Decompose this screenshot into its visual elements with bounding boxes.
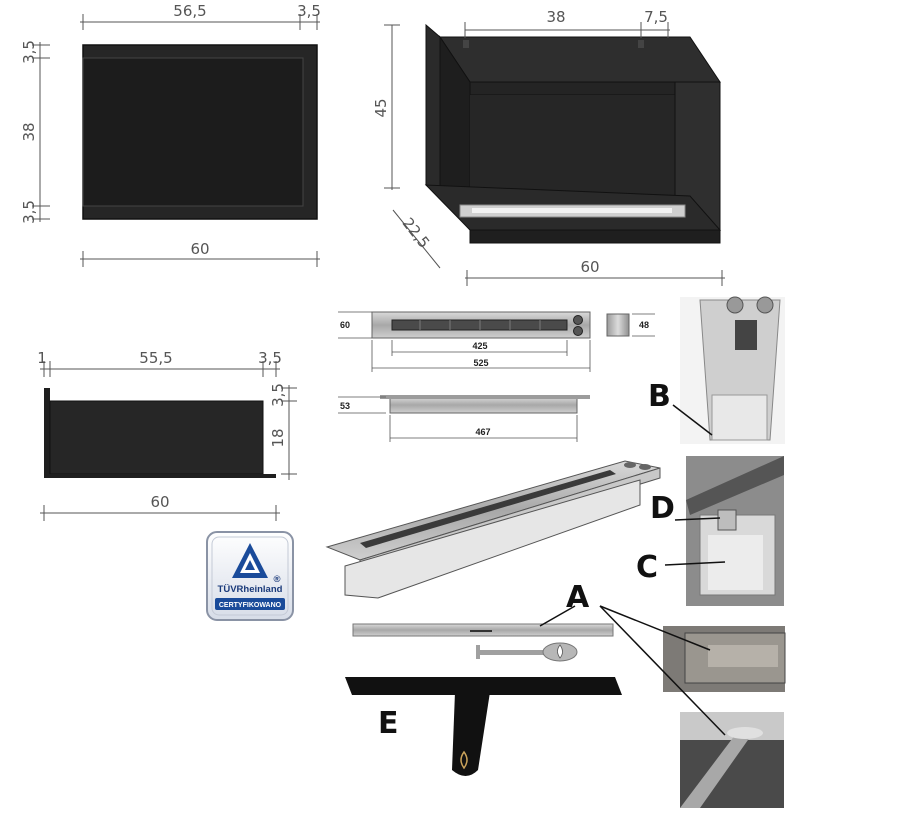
burner-lip (380, 395, 590, 399)
burner-dim-length: 525 (473, 358, 488, 368)
burner-dim-front-height: 60 (340, 320, 350, 330)
tuv-cert-label: CERTYFIKOWANO (219, 602, 282, 609)
burner-knob-bottom-icon (573, 326, 583, 336)
tuv-triangle-icon (232, 543, 268, 578)
burner-knob-top-icon (573, 315, 583, 325)
burner-3d-slot (360, 470, 616, 548)
side-back-wall (44, 388, 50, 477)
side-base (44, 474, 276, 478)
iso-dim-inner: 38 (546, 8, 565, 26)
burner-dim-body-length: 467 (475, 427, 490, 437)
iso-front-bottom (469, 229, 721, 244)
callout-d: D (650, 491, 675, 526)
burner-side-profile (606, 313, 630, 337)
burner-dim-body-height: 53 (340, 401, 350, 411)
burner-3d-knob-left-icon (624, 462, 636, 468)
burner-body (389, 396, 578, 414)
burner-3d-knob-right-icon (639, 464, 651, 470)
front-dim-left-bottom: 3,5 (20, 200, 38, 224)
front-opening (82, 57, 304, 207)
front-view-drawing: 56,5 3,5 3,5 38 3,5 60 (20, 2, 321, 267)
iso-dim-side: 7,5 (644, 8, 668, 26)
photo-part-a-top (663, 626, 786, 692)
callout-a: A (566, 580, 590, 615)
front-dim-total: 60 (190, 240, 209, 258)
side-dim-wall: 1 (37, 349, 47, 367)
iso-mount-right (638, 40, 644, 48)
photo-part-b (680, 296, 785, 444)
side-dim-inner: 55,5 (139, 349, 172, 367)
tool-a-flame-icon (557, 644, 563, 659)
tool-e-handle (452, 692, 490, 776)
burner-dim-side: 48 (639, 320, 649, 330)
burner-slot (391, 319, 568, 331)
iso-dim-total: 60 (580, 258, 599, 276)
side-body (49, 400, 264, 475)
side-view-drawing: 1 55,5 3,5 3,5 18 60 (37, 349, 297, 521)
iso-dim-depth: 22,5 (399, 214, 434, 251)
tool-e (345, 677, 622, 776)
front-dim-width: 56,5 (173, 2, 206, 20)
side-dim-side: 3,5 (258, 349, 282, 367)
iso-burner-slot-inner (472, 208, 672, 213)
tool-e-blade (345, 677, 622, 695)
side-dim-total: 60 (150, 493, 169, 511)
tool-a-handle (478, 650, 553, 655)
burner-3d-body (344, 479, 641, 599)
side-dim-top: 3,5 (269, 383, 287, 407)
photo-part-a-bottom (680, 712, 784, 808)
iso-top-panel (439, 36, 721, 83)
iso-mount-left (463, 40, 469, 48)
callout-c: C (636, 550, 658, 585)
callout-e: E (378, 706, 399, 741)
burner-drawing: 60 425 525 48 53 467 (338, 311, 655, 442)
tool-a (352, 623, 614, 662)
burner-dim-slot: 425 (472, 341, 487, 351)
tuv-registered-mark: ® (274, 574, 281, 585)
side-dim-height: 18 (269, 428, 287, 447)
iso-dim-height: 45 (372, 98, 390, 117)
front-dim-side: 3,5 (297, 2, 321, 20)
tuv-brand: TÜVRheinland (218, 584, 283, 595)
front-dim-height: 38 (20, 122, 38, 141)
iso-view-drawing: 38 7,5 45 22,5 60 (372, 8, 725, 286)
callout-b: B (648, 379, 671, 414)
burner-3d-illustration (325, 460, 661, 599)
front-dim-left-top: 3,5 (20, 40, 38, 64)
tool-e-flame-icon (460, 750, 468, 770)
photo-part-cd (686, 456, 784, 606)
tuv-certification-badge: TÜVRheinland ® CERTYFIKOWANO (206, 531, 294, 621)
iso-back-left-wall (425, 23, 441, 198)
